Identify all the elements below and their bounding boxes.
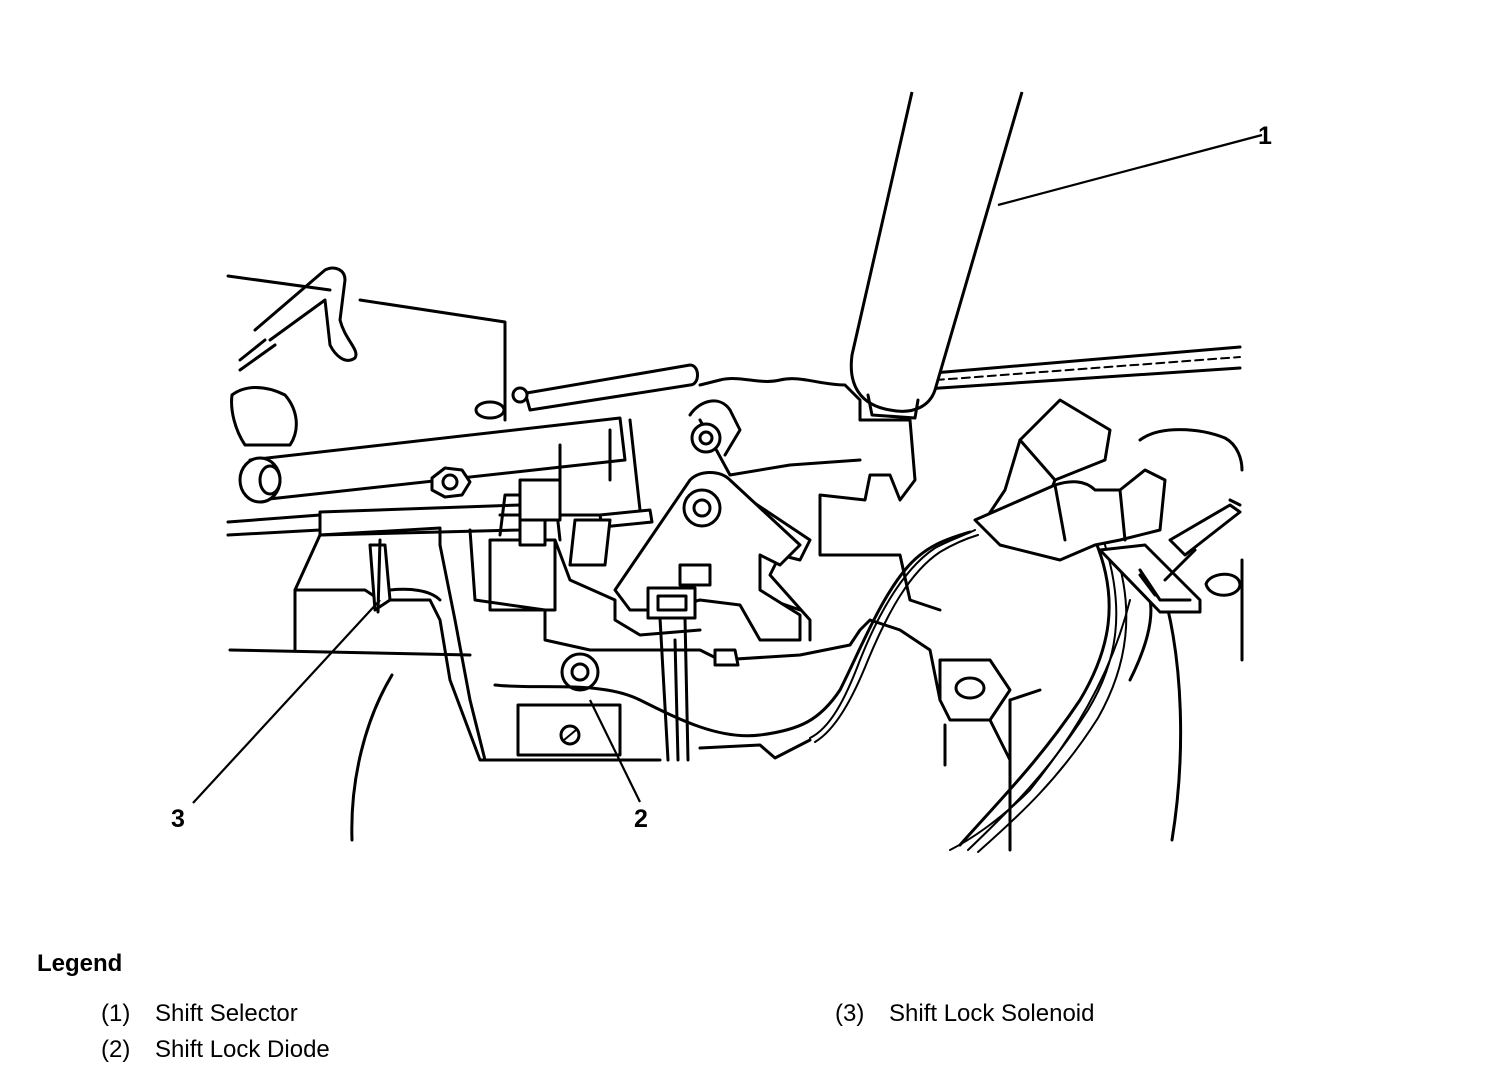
base-plate bbox=[516, 703, 812, 760]
shift-selector-lever bbox=[849, 91, 1024, 420]
legend-title: Legend bbox=[37, 950, 123, 977]
legend-item-shift-selector: (1) Shift Selector bbox=[101, 1000, 298, 1028]
legend-item-number: (3) bbox=[835, 1000, 865, 1027]
harness-connectors bbox=[973, 398, 1242, 614]
legend-item-number: (1) bbox=[101, 1000, 131, 1027]
left-bracket bbox=[230, 266, 358, 447]
shift-lock-solenoid bbox=[368, 538, 442, 614]
legend-item-shift-lock-diode: (2) Shift Lock Diode bbox=[101, 1036, 330, 1064]
linkage-rods bbox=[226, 363, 699, 537]
legend-item-name: Shift Lock Solenoid bbox=[889, 1000, 1095, 1027]
shift-lock-assembly-diagram: 1 2 3 bbox=[171, 91, 1272, 853]
leader-1 bbox=[997, 133, 1263, 207]
tie-strap bbox=[646, 563, 712, 762]
bolts bbox=[430, 466, 1042, 767]
legend-item-shift-lock-solenoid: (3) Shift Lock Solenoid bbox=[835, 1000, 1094, 1028]
leader-3 bbox=[192, 599, 381, 804]
leader-2 bbox=[589, 699, 641, 803]
callout-leaders bbox=[192, 133, 1263, 804]
callout-3: 3 bbox=[171, 805, 185, 833]
legend-item-number: (2) bbox=[101, 1036, 131, 1063]
callout-2: 2 bbox=[634, 805, 648, 833]
legend-item-name: Shift Selector bbox=[155, 1000, 298, 1027]
callout-1: 1 bbox=[1258, 122, 1272, 150]
legend-item-name: Shift Lock Diode bbox=[155, 1036, 330, 1063]
wiring-harness bbox=[493, 529, 1153, 853]
